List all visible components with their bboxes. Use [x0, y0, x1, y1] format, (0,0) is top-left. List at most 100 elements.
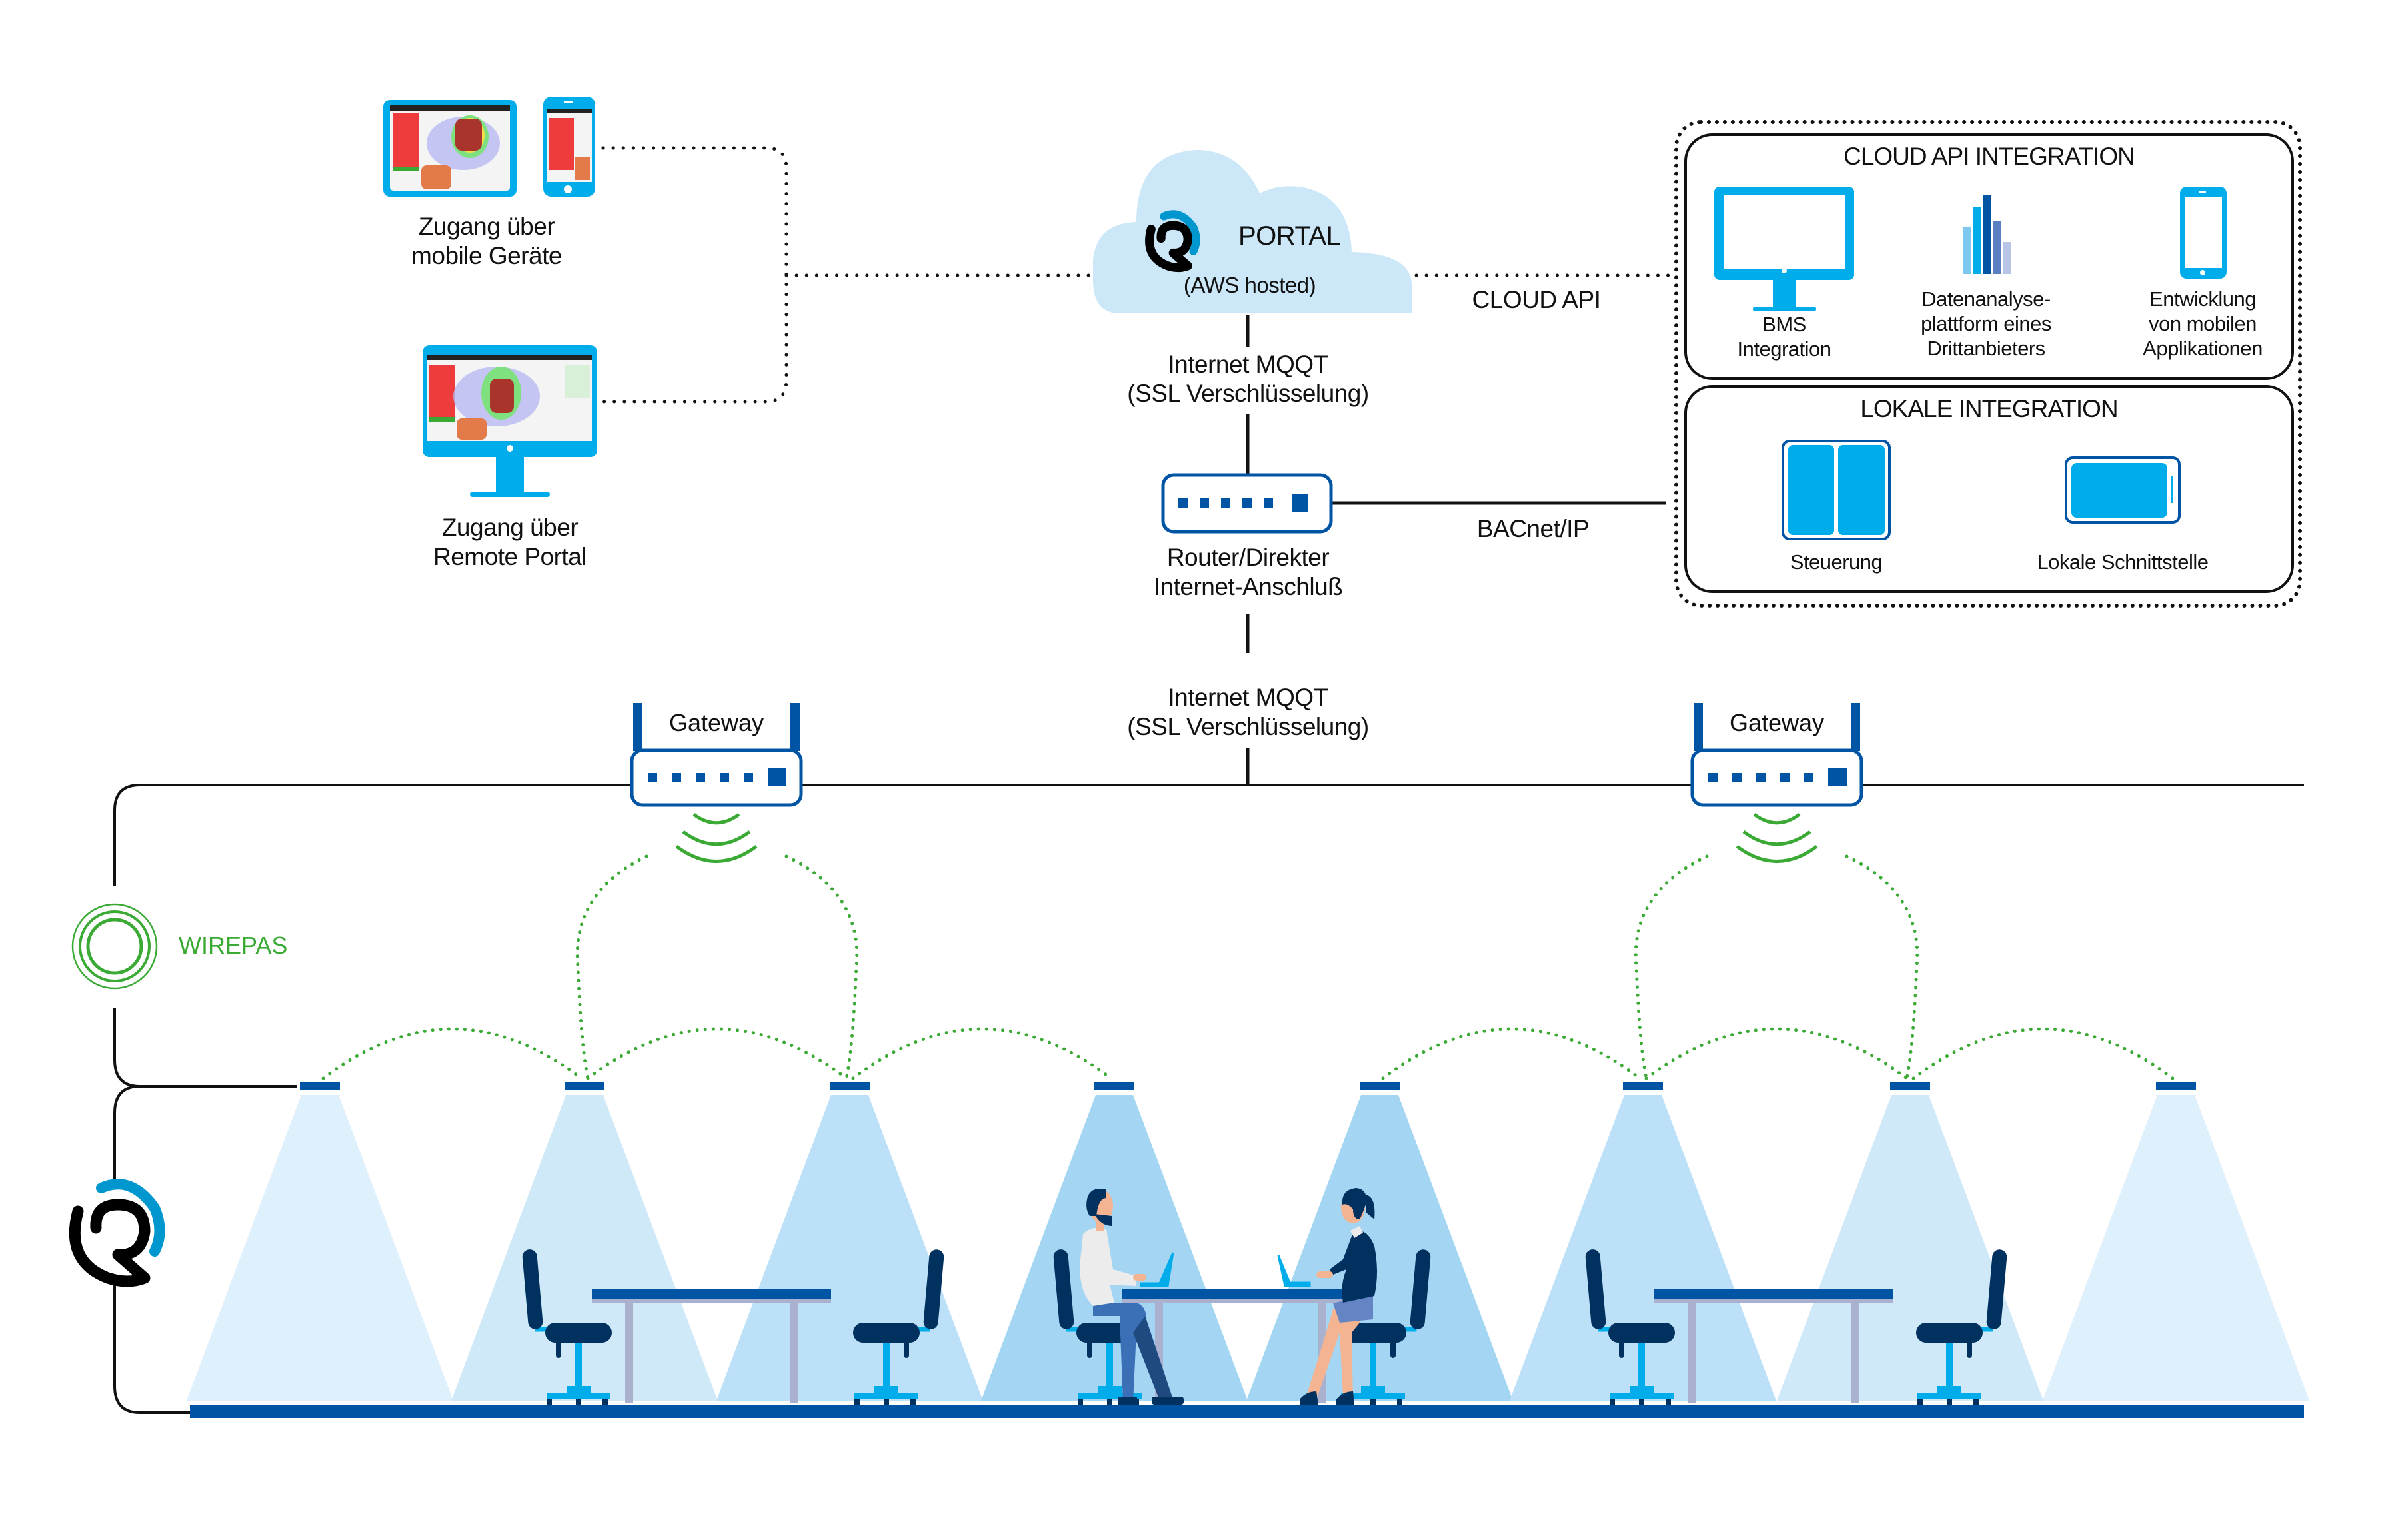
router-icon [1161, 473, 1333, 534]
status-led [768, 768, 786, 786]
gateway-mesh-link [784, 854, 859, 1080]
chair-wheel [1973, 1399, 1979, 1405]
router-line2: Internet-Anschluß [1153, 573, 1343, 601]
data-analysis-line3: Drittanbieters [1927, 337, 2045, 361]
chair-wheel [854, 1399, 860, 1405]
data-analysis-line1: Datenanalyse- [1921, 287, 2051, 311]
woman-with-laptop [1277, 1188, 1377, 1405]
status-led [1828, 768, 1847, 786]
port-led [648, 773, 657, 782]
chair-base [1917, 1393, 1981, 1399]
local-interface-label: Lokale Schnittstelle [2037, 550, 2209, 574]
chair-base [1078, 1393, 1142, 1399]
chair-base [1341, 1393, 1405, 1399]
gateway-icon [630, 703, 803, 863]
gateway-label-1: Gateway [668, 709, 764, 736]
gateway-mesh-link [1845, 854, 1919, 1080]
chair-wheel [1107, 1399, 1112, 1405]
luminaire [830, 1082, 870, 1090]
light-cone [187, 1095, 453, 1401]
chair-back [1986, 1249, 2007, 1329]
chair-wheel [1397, 1399, 1402, 1405]
chair-wheel [910, 1399, 916, 1405]
desk-leg [1851, 1303, 1859, 1403]
mobile-dev-line2: von mobilen [2149, 312, 2257, 336]
port-led [744, 773, 753, 782]
floor [190, 1405, 2304, 1418]
man-with-laptop [1080, 1189, 1184, 1405]
mobile-dev-line3: Applikationen [2143, 337, 2263, 361]
control-label: Steuerung [1790, 550, 1883, 574]
signal-arc [682, 830, 751, 846]
desk-top [592, 1289, 831, 1299]
data-analysis-line2: plattform eines [1921, 312, 2051, 336]
dev-smartphone-icon [2180, 187, 2227, 279]
chair-column [883, 1343, 890, 1389]
bms-line1: BMS [1762, 313, 1806, 336]
remote-access-label: Zugang über Remote Portal [400, 513, 620, 572]
desk-edge [1654, 1299, 1893, 1303]
chair-column [1370, 1343, 1376, 1389]
antenna [1694, 703, 1703, 751]
chair-back [1585, 1249, 1606, 1329]
chair-wheel [1666, 1399, 1671, 1405]
port-led [720, 773, 729, 782]
local-interface-icon [2065, 456, 2181, 524]
mesh-link [851, 1027, 1113, 1080]
chair-seat [1916, 1323, 1983, 1343]
local-integration-box [1684, 385, 2294, 593]
chair-seat [1608, 1323, 1675, 1343]
chair-seat [545, 1323, 612, 1343]
chair-wheel [1610, 1399, 1615, 1405]
desk-top [1654, 1289, 1893, 1299]
office-chair [1916, 1249, 2007, 1405]
mqtt-bottom-line1: Internet MQQT [1168, 684, 1328, 711]
gateway-label-2: Gateway [1729, 709, 1825, 736]
wirepas-icon [71, 903, 158, 990]
gateway-icon [1690, 703, 1863, 863]
chair-wheel [547, 1399, 552, 1405]
wirepas-label: WIREPAS [179, 932, 288, 959]
chair-base [854, 1393, 918, 1399]
backbone-lines [1246, 315, 1666, 785]
light-cones-layer [187, 1095, 2309, 1401]
chair-hub [567, 1386, 591, 1393]
chair-wheel [1370, 1399, 1376, 1405]
cloud-api-integration-title: CLOUD API INTEGRATION [1843, 143, 2135, 170]
chair-hub [874, 1386, 898, 1393]
bar-chart-icon [1963, 195, 2011, 274]
port-led [672, 773, 681, 782]
chair-armrest [1967, 1341, 1972, 1358]
tablet-icon [383, 100, 517, 197]
port-led [1732, 773, 1742, 782]
light-cone [2043, 1095, 2309, 1401]
office-chair [1585, 1249, 1675, 1405]
light-cone [1246, 1095, 1513, 1401]
mobile-access-line2: mobile Geräte [411, 242, 562, 270]
chair-hub [1098, 1386, 1122, 1393]
remote-access-line1: Zugang über [441, 514, 579, 541]
mobile-dev-line1: Entwicklung [2149, 287, 2256, 311]
mqtt-bottom-label: Internet MQQT (SSL Verschlüsselung) [1106, 683, 1390, 742]
chair-hub [1361, 1386, 1385, 1393]
bacnet-label: BACnet/IP [1476, 515, 1590, 542]
signal-arc [1742, 830, 1811, 846]
mesh-link [1911, 1027, 2175, 1080]
signal-arc [692, 812, 740, 825]
cloud-shape [1093, 150, 1412, 313]
mqtt-top-line1: Internet MQQT [1168, 351, 1328, 378]
antenna [790, 703, 800, 751]
office-chair [853, 1249, 944, 1405]
smartphone-icon [543, 97, 595, 197]
cloud-api-integration-box [1684, 133, 2294, 380]
router-line1: Router/Direkter [1166, 544, 1330, 571]
chair-back [923, 1249, 944, 1329]
port-led [1756, 773, 1766, 782]
monitor-icon [423, 345, 597, 497]
wireless-signal-icon [1736, 812, 1818, 863]
chair-hub [1937, 1386, 1961, 1393]
gateway-mesh-link [1634, 854, 1709, 1080]
chair-hub [1630, 1386, 1654, 1393]
light-cone [1777, 1095, 2043, 1401]
light-cone [716, 1095, 983, 1401]
